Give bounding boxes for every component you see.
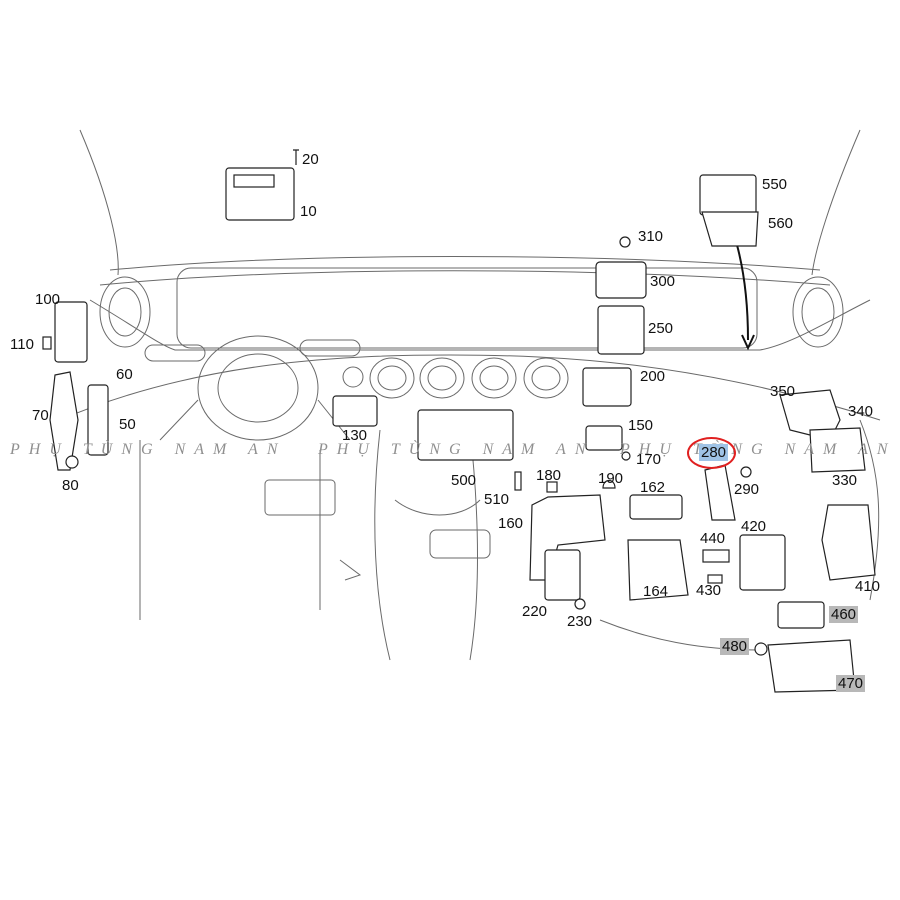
- part-100-shape: [54, 301, 88, 363]
- part-330-shape: [809, 427, 866, 473]
- part-label-220: 220: [522, 603, 548, 620]
- part-label-290: 290: [734, 481, 760, 498]
- part-label-410: 410: [855, 578, 881, 595]
- part-150-shape: [585, 425, 623, 451]
- part-label-560: 560: [768, 215, 794, 232]
- part-label-250: 250: [648, 320, 674, 337]
- part-130-shape: [332, 395, 378, 427]
- part-label-460: 460: [829, 606, 859, 623]
- part-410-shape: [821, 504, 876, 581]
- part-label-162: 162: [640, 479, 666, 496]
- part-label-164: 164: [643, 583, 669, 600]
- part-label-480: 480: [720, 638, 750, 655]
- part-280-shape: [704, 464, 736, 521]
- watermark: PHỤ TÙNG NAM AN: [10, 441, 287, 458]
- part-label-500: 500: [451, 472, 477, 489]
- part-label-420: 420: [741, 518, 767, 535]
- part-label-70: 70: [32, 407, 49, 424]
- part-label-80: 80: [62, 477, 79, 494]
- part-label-310: 310: [638, 228, 664, 245]
- part-label-10: 10: [300, 203, 317, 220]
- part-label-430: 430: [696, 582, 722, 599]
- part-250-shape: [597, 305, 645, 355]
- part-164-shape: [627, 539, 689, 601]
- part-label-440: 440: [700, 530, 726, 547]
- part-label-230: 230: [567, 613, 593, 630]
- part-label-130: 130: [342, 427, 368, 444]
- part-label-20: 20: [302, 151, 319, 168]
- part-label-100: 100: [35, 291, 61, 308]
- part-label-60: 60: [116, 366, 133, 383]
- left-a-pillar: [79, 129, 119, 276]
- part-500-shape: [417, 409, 514, 461]
- part-label-350: 350: [770, 383, 796, 400]
- part-label-50: 50: [119, 416, 136, 433]
- part-162-shape: [629, 494, 683, 520]
- part-420-shape: [739, 534, 786, 591]
- part-label-300: 300: [650, 273, 676, 290]
- part-label-550: 550: [762, 176, 788, 193]
- part-label-340: 340: [848, 403, 874, 420]
- part-label-470: 470: [836, 675, 866, 692]
- steering-wheel: [197, 335, 319, 441]
- part-label-150: 150: [628, 417, 654, 434]
- part-460-shape: [777, 601, 825, 629]
- part-label-510: 510: [484, 491, 510, 508]
- part-label-200: 200: [640, 368, 666, 385]
- part-50-shape: [87, 384, 109, 456]
- part-label-170: 170: [636, 451, 662, 468]
- selection-ring: [687, 437, 736, 469]
- part-label-180: 180: [536, 467, 562, 484]
- display-panel: [176, 267, 758, 349]
- part-560-shape: [701, 211, 759, 247]
- watermark: PHỤ TÙNG NAM AN: [318, 441, 595, 458]
- right-a-pillar: [811, 129, 861, 276]
- part-70-shape: [49, 371, 79, 471]
- part-550-shape: [699, 174, 757, 216]
- part-220-shape: [544, 549, 581, 601]
- part-label-330: 330: [832, 472, 858, 489]
- watermark: PHỤ TÙNG NAM AN: [620, 441, 897, 458]
- part-300-shape: [595, 261, 647, 299]
- part-label-190: 190: [598, 470, 624, 487]
- part-label-110: 110: [10, 336, 34, 353]
- part-label-160: 160: [498, 515, 524, 532]
- part-200-shape: [582, 367, 632, 407]
